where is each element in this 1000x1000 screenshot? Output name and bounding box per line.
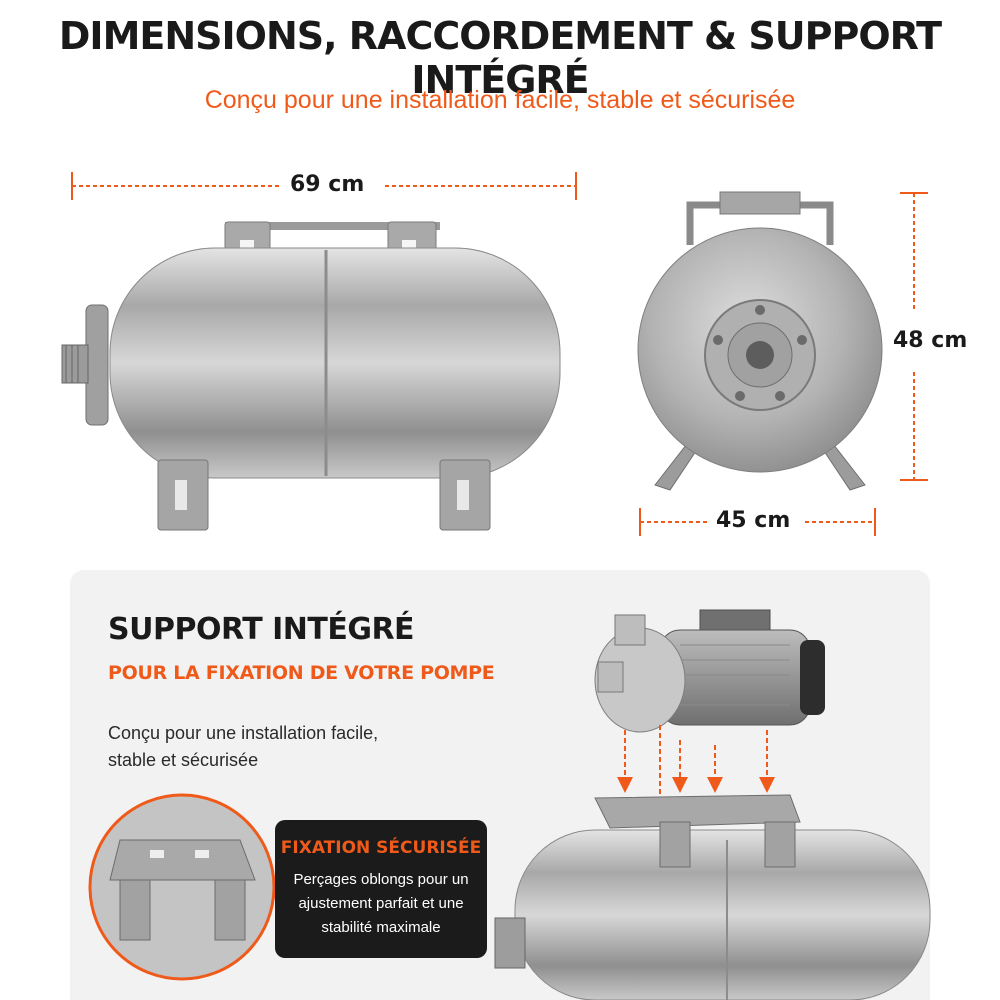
support-title: SUPPORT INTÉGRÉ [108,612,415,647]
support-subtitle: POUR LA FIXATION DE VOTRE POMPE [108,662,495,684]
support-description: Conçu pour une installation facile, stab… [108,723,379,770]
page-subtitle: Conçu pour une installation facile, stab… [204,86,796,114]
tank-front-view [637,191,883,491]
fixation-callout [275,820,487,958]
bracket-zoom [88,793,276,981]
tank-side-view [61,221,561,531]
height-dimension-label: 48 cm [885,328,976,353]
length-dimension-label: 69 cm [282,172,373,197]
fixation-description: Perçages oblongs pour un ajustement parf… [293,871,469,936]
pump-illustration [594,609,825,733]
page-title: DIMENSIONS, RACCORDEMENT & SUPPORT INTÉG… [58,14,942,102]
width-dimension-label: 45 cm [708,508,799,533]
fixation-title: FIXATION SÉCURISÉE [280,838,482,858]
tank-with-bracket [494,794,931,1000]
